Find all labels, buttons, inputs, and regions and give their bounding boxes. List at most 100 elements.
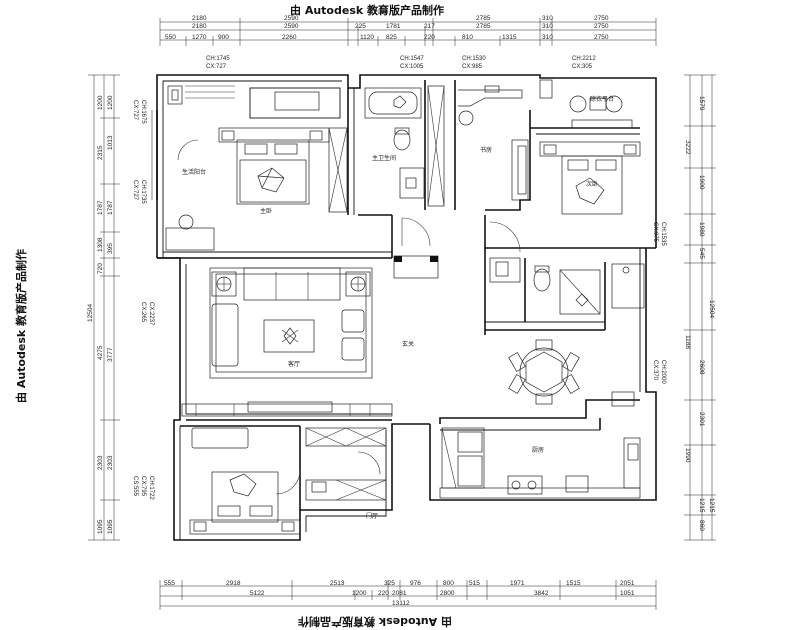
dim-left-8: 1095 (97, 519, 104, 534)
note-left2-cx: CX:727 (132, 180, 138, 201)
dim-right-12: 860 (698, 520, 705, 531)
dim-left-4: 1308 (97, 237, 104, 252)
dim-top3-10: 310 (542, 34, 553, 41)
dim-top3-4: 2260 (282, 34, 297, 41)
dim-bot-9: 1515 (566, 580, 581, 587)
outer-walls (156, 74, 657, 541)
room-kitchen-label: 厨房 (532, 446, 544, 454)
doors (177, 139, 521, 495)
dim-right-9: 1990 (684, 448, 691, 463)
dim-bot-7: 515 (469, 580, 480, 587)
note-bed3-cx: CX:795 (140, 476, 146, 497)
note-bed3-ch: CH:1722 (148, 476, 154, 500)
dim-left-in-3: 1787 (107, 200, 114, 215)
dim-bot-total: 13112 (392, 600, 410, 607)
left-dimensions: 12504 1200 2315 1787 1308 720 4275 2303 … (87, 74, 120, 541)
dim-left-2: 2315 (97, 145, 104, 160)
dim-left-in-4: 395 (107, 243, 114, 254)
dim-top-2: 2590 (284, 15, 299, 22)
note-living-left-2: CX:265 (140, 302, 146, 323)
second-bed (539, 141, 641, 215)
dim-top3-3: 900 (218, 34, 229, 41)
dim-bot-1: 555 (164, 580, 175, 587)
room-dining-label: 玄关 (402, 340, 414, 348)
note-left2-ch: CH:1735 (140, 180, 146, 204)
kitchen: 厨房 (439, 391, 641, 499)
dim-left-in-1: 1200 (107, 95, 114, 110)
dim-top-5: 2750 (594, 15, 609, 22)
dim-top3-8: 810 (462, 34, 473, 41)
dim-bot2-7: 1051 (620, 590, 635, 597)
dim-bot-6: 800 (443, 580, 454, 587)
dim-right-8: 2301 (698, 412, 705, 427)
note-right1-cx: CX:975 (652, 222, 658, 243)
dining: 玄关 (402, 339, 580, 405)
room-entry-label: 门厅 (366, 512, 378, 520)
dim-top2-5: 217 (424, 23, 435, 30)
dim-left-in-6: 2303 (107, 455, 114, 470)
dim-top3-6: 825 (386, 34, 397, 41)
dim-bot-4: 325 (384, 580, 395, 587)
dim-left-1: 1200 (97, 95, 104, 110)
dim-right-2: 3222 (684, 140, 691, 155)
dim-bot2-3: 220 (378, 590, 389, 597)
dim-bot2-2: 1200 (352, 590, 367, 597)
master-bed (218, 127, 330, 205)
note-bath-top-cx: CX:1005 (400, 64, 424, 70)
dim-left-7: 2303 (97, 455, 104, 470)
dim-top3-7: 220 (424, 34, 435, 41)
dim-top2-4: 1781 (386, 23, 401, 30)
dim-right-6: 1188 (684, 335, 691, 349)
note-right1-ch: CH:1535 (660, 222, 666, 246)
dim-left-in-5: 3777 (107, 347, 114, 362)
interior-walls (180, 80, 646, 510)
second-bedroom: 晾衣平台 次卧 (539, 95, 641, 215)
note-living-left-1: CX:2237 (148, 302, 154, 326)
dim-left-in-7: 1095 (107, 519, 114, 534)
dim-right-total: 12504 (708, 300, 715, 318)
dim-top2-1: 2180 (192, 23, 207, 30)
dim-bot2-6: 3842 (534, 590, 549, 597)
note-bedroom-top-ch: CH:1745 (206, 56, 230, 62)
study: 书房 (458, 79, 553, 201)
note-left1-cx: CX:727 (132, 100, 138, 121)
dim-bot-2: 2918 (226, 580, 241, 587)
dim-left-5: 720 (97, 263, 104, 274)
note-bed3-cs: CS:555 (132, 476, 138, 497)
dim-top3-2: 1270 (192, 34, 207, 41)
dim-bot-3: 2513 (330, 580, 345, 587)
master-area: 生活阳台 主卧 (151, 85, 348, 251)
height-notes: CH:1745 CX:727 CH:1547 CX:1005 CH:1530 C… (132, 56, 666, 500)
guest-bath (489, 257, 645, 315)
dim-right-1: 1579 (698, 96, 705, 111)
dim-top2-7: 310 (542, 23, 553, 30)
note-study-top-ch: CH:1530 (462, 56, 486, 62)
note-bath-top-ch: CH:1547 (400, 56, 424, 62)
dim-left-3: 1787 (97, 200, 104, 215)
note-left1-ch: CH:1675 (140, 100, 146, 124)
bedroom-3 (189, 427, 301, 535)
dim-bot-10: 2051 (620, 580, 635, 587)
room-bath-label: 主卫生间 (372, 154, 396, 162)
dim-right-4: 1980 (698, 222, 705, 237)
right-dimensions: 12504 1579 3222 1900 1980 545 1188 2608 … (684, 74, 716, 541)
note-study-top-cx: CX:985 (462, 64, 483, 70)
dim-top2-2: 2590 (284, 23, 299, 30)
dim-bot-8: 1971 (510, 580, 525, 587)
dim-top3-1: 550 (165, 34, 176, 41)
bed-3 (189, 471, 301, 535)
room-living-label: 客厅 (288, 360, 300, 368)
dim-top-total: 12990 (370, 9, 388, 16)
dim-top2-6: 2785 (476, 23, 491, 30)
bottom-dimensions: 555 2918 2513 325 976 800 515 1971 1515 … (159, 580, 657, 610)
dim-bot2-4: 2081 (392, 590, 407, 597)
dim-top-1: 2180 (192, 15, 207, 22)
dim-right-7: 2608 (698, 360, 705, 375)
dim-top-4: 310 (542, 15, 553, 22)
entry-hall: 门厅 (305, 427, 387, 520)
room-balcony-label: 生活阳台 (182, 168, 206, 176)
note-kitchen-cx: CX:370 (652, 360, 658, 381)
dim-right-3: 1900 (698, 175, 705, 190)
room-second-label: 次卧 (586, 180, 598, 188)
dim-bot2-1: 5122 (250, 590, 265, 597)
